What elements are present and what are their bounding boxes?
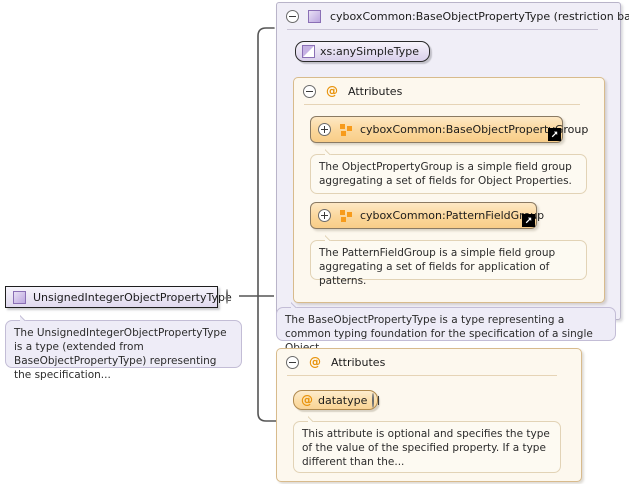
collapse-toggle-inherited-attributes[interactable] bbox=[303, 84, 316, 98]
local-attributes-title: Attributes bbox=[331, 355, 386, 369]
at-sign-icon: @ bbox=[326, 84, 338, 98]
inherited-attributes-header: @ Attributes bbox=[294, 78, 604, 104]
expand-toggle-base-object-property-group[interactable] bbox=[318, 123, 331, 136]
collapse-toggle-local-attributes[interactable] bbox=[286, 355, 299, 369]
group-documentation-text: The PatternFieldGroup is a simple field … bbox=[319, 247, 556, 287]
attribute-group-icon bbox=[340, 209, 353, 222]
base-type-panel-header: cyboxCommon:BaseObjectPropertyType (rest… bbox=[277, 3, 629, 29]
at-sign-icon: @ bbox=[301, 393, 313, 407]
at-sign-icon: @ bbox=[309, 355, 321, 369]
group-reference-base-object-property-group[interactable]: cyboxCommon:BaseObjectPropertyGroup bbox=[310, 116, 588, 143]
group-documentation-pattern-field-group: The PatternFieldGroup is a simple field … bbox=[310, 235, 587, 287]
external-link-icon[interactable] bbox=[522, 214, 535, 227]
root-type-documentation-text: The UnsignedIntegerObjectPropertyType is… bbox=[14, 327, 227, 381]
attribute-group-icon bbox=[340, 123, 353, 136]
base-type-title: cyboxCommon:BaseObjectPropertyType (rest… bbox=[330, 9, 629, 23]
header-divider bbox=[287, 29, 598, 30]
inherited-attributes-title: Attributes bbox=[348, 84, 403, 98]
attribute-datatype-documentation-text: This attribute is optional and specifies… bbox=[302, 428, 550, 468]
collapse-toggle-root[interactable] bbox=[226, 289, 228, 304]
expand-toggle-datatype[interactable] bbox=[372, 393, 374, 408]
group-reference-label: cyboxCommon:PatternFieldGroup bbox=[360, 209, 545, 222]
simple-type-label: xs:anySimpleType bbox=[320, 45, 419, 58]
root-type-box[interactable]: UnsignedIntegerObjectPropertyType bbox=[5, 286, 232, 308]
group-documentation-base-object-property-group: The ObjectPropertyGroup is a simple fiel… bbox=[310, 149, 587, 194]
local-attributes-header: @ Attributes bbox=[277, 349, 581, 375]
attributes-header-divider bbox=[304, 104, 580, 105]
simple-type-icon bbox=[302, 45, 315, 58]
complex-type-square-icon bbox=[13, 290, 26, 304]
group-reference-label: cyboxCommon:BaseObjectPropertyGroup bbox=[360, 123, 589, 136]
attribute-datatype[interactable]: @ datatype bbox=[293, 390, 379, 410]
collapse-toggle-base-type[interactable] bbox=[286, 9, 299, 23]
complex-type-square-icon bbox=[308, 9, 321, 23]
base-type-documentation-text: The BaseObjectPropertyType is a type rep… bbox=[285, 314, 593, 354]
group-reference-pattern-field-group[interactable]: cyboxCommon:PatternFieldGroup bbox=[310, 202, 544, 229]
simple-type-reference[interactable]: xs:anySimpleType bbox=[295, 41, 430, 62]
local-attributes-panel: @ Attributes @ datatype This attribute i… bbox=[276, 348, 582, 482]
attribute-datatype-label: datatype bbox=[318, 393, 368, 407]
root-type-documentation: The UnsignedIntegerObjectPropertyType is… bbox=[5, 315, 242, 381]
expand-toggle-pattern-field-group[interactable] bbox=[318, 209, 331, 222]
local-attributes-divider bbox=[287, 375, 557, 376]
base-type-panel: cyboxCommon:BaseObjectPropertyType (rest… bbox=[276, 2, 629, 320]
attribute-datatype-documentation: This attribute is optional and specifies… bbox=[293, 416, 561, 473]
base-type-documentation: The BaseObjectPropertyType is a type rep… bbox=[276, 302, 616, 354]
root-type-label: UnsignedIntegerObjectPropertyType bbox=[33, 290, 232, 304]
group-documentation-text: The ObjectPropertyGroup is a simple fiel… bbox=[319, 161, 572, 187]
external-link-icon[interactable] bbox=[548, 128, 561, 141]
inherited-attributes-panel: @ Attributes cyboxCommon:BaseObjectPrope… bbox=[293, 77, 605, 303]
